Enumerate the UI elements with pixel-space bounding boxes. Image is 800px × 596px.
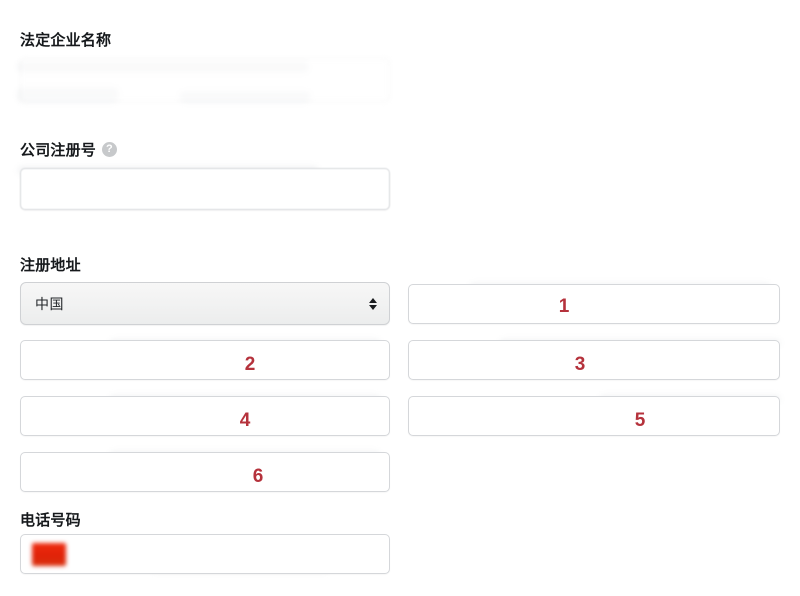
phone-number-input[interactable]: [20, 534, 390, 574]
address-line-input-2[interactable]: [20, 340, 390, 380]
address-line-input-6[interactable]: [20, 452, 390, 492]
address-line-input-5[interactable]: [408, 396, 780, 436]
registered-address-label-text: 注册地址: [20, 257, 81, 274]
china-flag-icon[interactable]: [32, 543, 66, 566]
phone-number-label: 电话号码: [20, 513, 81, 528]
company-registration-number-input[interactable]: [20, 168, 390, 210]
legal-business-name-input[interactable]: [20, 58, 390, 102]
legal-business-name-label: 法定企业名称: [20, 33, 111, 48]
address-line-input-4[interactable]: [20, 396, 390, 436]
address-line-input-3[interactable]: [408, 340, 780, 380]
country-select[interactable]: 中国: [20, 282, 390, 325]
chevron-up-down-icon: [367, 295, 379, 313]
company-registration-number-label-text: 公司注册号: [20, 142, 97, 159]
help-question-icon[interactable]: ?: [102, 142, 118, 157]
phone-number-label-text: 电话号码: [20, 512, 81, 529]
country-select-value: 中国: [35, 295, 64, 312]
address-line-input-1[interactable]: [408, 284, 780, 324]
company-registration-number-label: 公司注册号 ?: [20, 142, 118, 159]
registered-address-label: 注册地址: [20, 258, 81, 273]
legal-business-name-label-text: 法定企业名称: [20, 32, 112, 49]
